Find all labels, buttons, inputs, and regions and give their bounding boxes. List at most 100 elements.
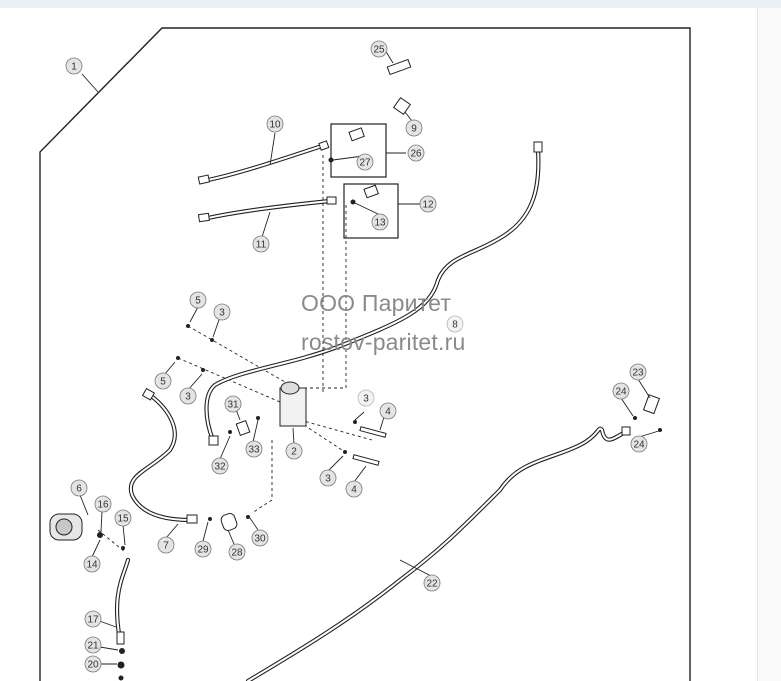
callout-label: 4 (385, 407, 391, 418)
scrollbar-track[interactable] (757, 8, 781, 681)
hose-fittings (116, 140, 631, 645)
callout-label: 33 (248, 445, 260, 456)
box-12 (343, 183, 399, 239)
callout-3: 3 (319, 469, 337, 487)
callout-label: 27 (359, 158, 371, 169)
callout-4: 4 (379, 402, 397, 420)
callout-circle (179, 387, 197, 405)
callout-11: 11 (252, 235, 270, 253)
callout-circle (65, 57, 83, 75)
callout-circle (84, 655, 102, 673)
callout-label: 30 (254, 534, 266, 545)
part-9 (392, 96, 412, 116)
callout-30: 30 (251, 529, 269, 547)
callout-27: 27 (356, 153, 374, 171)
callout-circle (94, 495, 112, 513)
callout-32: 32 (211, 457, 229, 475)
callout-circle (407, 144, 425, 162)
callout-22: 22 (423, 574, 441, 592)
callout-label: 31 (227, 400, 239, 411)
callout-2: 2 (285, 442, 303, 460)
callout-label: 26 (410, 149, 422, 160)
callout-label: 9 (411, 124, 417, 135)
callout-circle (84, 610, 102, 628)
callout-circle (157, 536, 175, 554)
part-31 (235, 420, 251, 436)
callout-label: 7 (163, 541, 169, 552)
callout-circle (357, 389, 375, 407)
callout-24: 24 (630, 435, 648, 453)
callout-circle (612, 382, 630, 400)
bolt-4a (359, 426, 387, 438)
assembly-dashed-lines (97, 155, 373, 553)
callout-12: 12 (419, 195, 437, 213)
callout-circle (319, 469, 337, 487)
callout-circle (245, 440, 263, 458)
callout-label: 2 (291, 447, 297, 458)
hose-11 (205, 198, 333, 221)
callout-label: 3 (219, 308, 225, 319)
hose-10 (205, 143, 325, 183)
top-bar (0, 0, 781, 8)
callout-label: 6 (76, 484, 82, 495)
callout-circle (194, 540, 212, 558)
assembly-frame (39, 27, 691, 681)
callout-28: 28 (228, 543, 246, 561)
callout-label: 21 (87, 641, 99, 652)
callout-label: 24 (633, 440, 645, 451)
callout-circle (629, 363, 647, 381)
callout-circle (371, 213, 389, 231)
hose-17 (114, 557, 131, 643)
callout-label: 5 (160, 377, 166, 388)
callout-7: 7 (157, 536, 175, 554)
leader-lines (79, 49, 663, 665)
callout-label: 3 (363, 394, 369, 405)
callout-label: 5 (195, 296, 201, 307)
callout-circle (446, 315, 464, 333)
watermark-line2: rostov-paritet.ru (301, 329, 466, 355)
callout-circle (228, 543, 246, 561)
callout-label: 28 (231, 548, 243, 559)
valve-2 (279, 387, 307, 427)
callout-20: 20 (84, 655, 102, 673)
bolt-4b (352, 454, 380, 466)
callout-circle (419, 195, 437, 213)
callout-circle (83, 555, 101, 573)
callout-21: 21 (84, 636, 102, 654)
callout-10: 10 (266, 115, 284, 133)
callout-4: 4 (345, 480, 363, 498)
callout-label: 4 (351, 485, 357, 496)
callout-5: 5 (189, 291, 207, 309)
callout-23: 23 (629, 363, 647, 381)
callout-label: 3 (325, 474, 331, 485)
callout-label: 1 (71, 62, 77, 73)
hose-8 (204, 147, 541, 443)
callout-6: 6 (70, 479, 88, 497)
callout-label: 22 (426, 579, 438, 590)
part-26-fitting (348, 127, 365, 142)
callout-circle (114, 509, 132, 527)
part-12-fitting (363, 184, 379, 199)
part-28 (220, 512, 238, 532)
callout-label: 16 (97, 500, 109, 511)
callout-circle (356, 153, 374, 171)
callout-circle (370, 40, 388, 58)
callout-label: 12 (422, 200, 434, 211)
callout-15: 15 (114, 509, 132, 527)
callout-label: 8 (452, 320, 458, 331)
callout-label: 24 (615, 387, 627, 398)
callout-26: 26 (407, 144, 425, 162)
callout-label: 10 (269, 120, 281, 131)
small-parts (49, 58, 661, 541)
washers (97, 157, 662, 681)
callout-3: 3 (213, 303, 231, 321)
callout-33: 33 (245, 440, 263, 458)
callout-29: 29 (194, 540, 212, 558)
callout-9: 9 (405, 119, 423, 137)
callout-circle (423, 574, 441, 592)
callout-label: 29 (197, 545, 209, 556)
hose-7 (128, 392, 193, 523)
watermark-line1: ООО Паритет (301, 290, 452, 316)
